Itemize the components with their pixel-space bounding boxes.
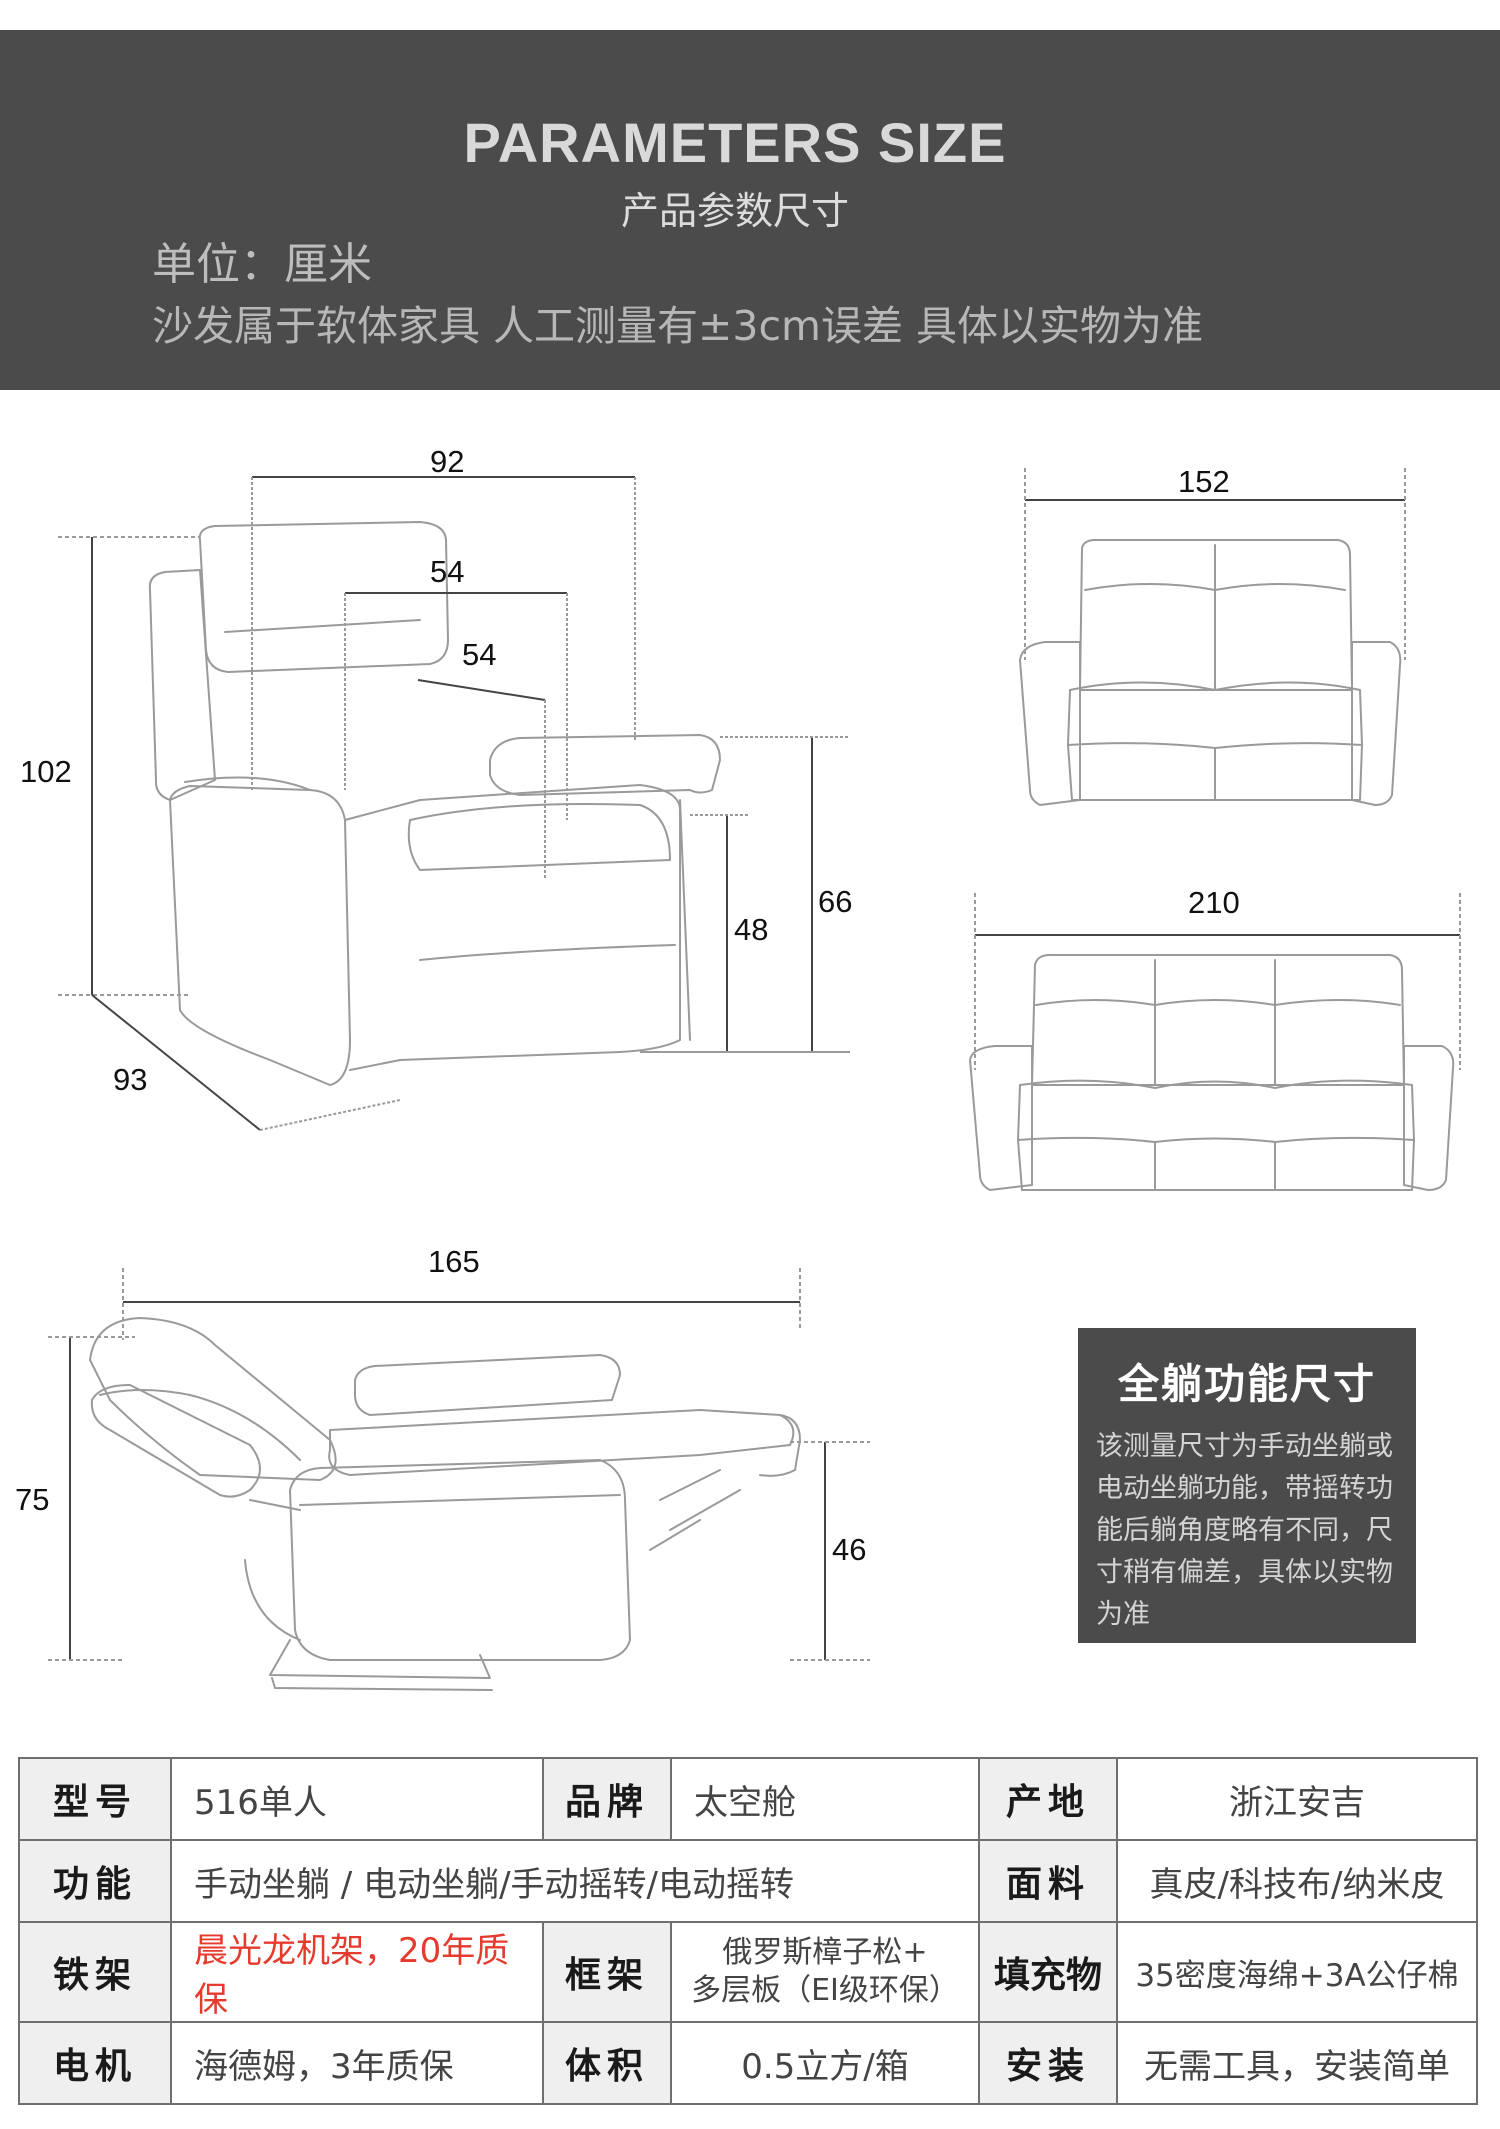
spec-origin-value: 浙江安吉	[1116, 1757, 1478, 1841]
spec-motor-label: 电机	[18, 2021, 172, 2105]
spec-table: 型号 516单人 品牌 太空舱 产地 浙江安吉 功能 手动坐躺 / 电动坐躺/手…	[18, 1757, 1478, 2105]
dim-single-seat-depth: 54	[430, 554, 464, 589]
dim-single-width: 92	[430, 444, 464, 479]
unit-label: 单位：厘米	[152, 239, 372, 290]
spec-structure-value-line2: 多层板（EI级环保）	[691, 1973, 959, 2008]
dim-single-seat-width: 54	[462, 637, 496, 672]
spec-model-value: 516单人	[170, 1757, 544, 1841]
spec-material-value: 真皮/科技布/纳米皮	[1116, 1839, 1478, 1923]
spec-frame-label: 铁架	[18, 1921, 172, 2023]
dimension-drawings: 92 54 54 102 93 48 66 152 210 165 75 46	[15, 444, 1461, 1691]
dim-recline-foot-height: 46	[832, 1532, 866, 1567]
dim-three-seat-width: 210	[1188, 885, 1240, 920]
spec-brand-value: 太空舱	[670, 1757, 980, 1841]
spec-structure-label: 框架	[542, 1921, 672, 2023]
spec-function-value: 手动坐躺 / 电动坐躺/手动摇转/电动摇转	[170, 1839, 980, 1923]
dim-recline-length: 165	[428, 1244, 480, 1279]
recline-info-text: 该测量尺寸为手动坐躺或电动坐躺功能，带摇转功能后躺角度略有不同，尺寸稍有偏差，具…	[1096, 1431, 1393, 1630]
spec-volume-label: 体积	[542, 2021, 672, 2105]
spec-filling-label: 填充物	[978, 1921, 1118, 2023]
spec-volume-value: 0.5立方/箱	[670, 2021, 980, 2105]
spec-install-value: 无需工具，安装简单	[1116, 2021, 1478, 2105]
table-row: 铁架 晨光龙机架，20年质保 框架 俄罗斯樟子松+ 多层板（EI级环保） 填充物…	[18, 1921, 1478, 2023]
table-row: 电机 海德姆，3年质保 体积 0.5立方/箱 安装 无需工具，安装简单	[18, 2021, 1478, 2105]
dim-recline-height: 75	[15, 1482, 49, 1517]
dim-single-depth: 93	[113, 1062, 147, 1097]
spec-structure-value: 俄罗斯樟子松+ 多层板（EI级环保）	[670, 1921, 980, 2023]
spec-brand-label: 品牌	[542, 1757, 672, 1841]
single-recliner-drawing	[148, 521, 721, 1086]
spec-model-label: 型号	[18, 1757, 172, 1841]
spec-origin-label: 产地	[978, 1757, 1118, 1841]
table-row: 功能 手动坐躺 / 电动坐躺/手动摇转/电动摇转 面料 真皮/科技布/纳米皮	[18, 1839, 1478, 1923]
recline-info-box: 全躺功能尺寸 该测量尺寸为手动坐躺或电动坐躺功能，带摇转功能后躺角度略有不同，尺…	[1078, 1328, 1416, 1643]
dim-two-seat-width: 152	[1178, 464, 1230, 499]
reclined-chair-drawing	[89, 1317, 801, 1691]
dim-single-height: 102	[20, 754, 72, 789]
table-row: 型号 516单人 品牌 太空舱 产地 浙江安吉	[18, 1757, 1478, 1841]
spec-material-label: 面料	[978, 1839, 1118, 1923]
header-banner: PARAMETERS SIZE 产品参数尺寸 单位：厘米 沙发属于软体家具 人工…	[0, 30, 1500, 390]
spec-motor-value: 海德姆，3年质保	[170, 2021, 544, 2105]
two-seat-sofa-drawing	[1019, 539, 1402, 806]
title-en: PARAMETERS SIZE	[463, 111, 1007, 174]
tolerance-note: 沙发属于软体家具 人工测量有±3cm误差 具体以实物为准	[152, 302, 1203, 350]
dim-single-arm-height: 66	[818, 884, 852, 919]
spec-filling-value: 35密度海绵+3A公仔棉	[1116, 1921, 1478, 2023]
three-seat-sofa-drawing	[969, 954, 1455, 1191]
spec-structure-value-line1: 俄罗斯樟子松+	[722, 1935, 928, 1970]
spec-install-label: 安装	[978, 2021, 1118, 2105]
spec-frame-value: 晨光龙机架，20年质保	[170, 1921, 544, 2023]
dim-single-seat-height: 48	[734, 912, 768, 947]
title-cn: 产品参数尺寸	[620, 189, 849, 233]
spec-function-label: 功能	[18, 1839, 172, 1923]
recline-info-title: 全躺功能尺寸	[1118, 1360, 1376, 1408]
